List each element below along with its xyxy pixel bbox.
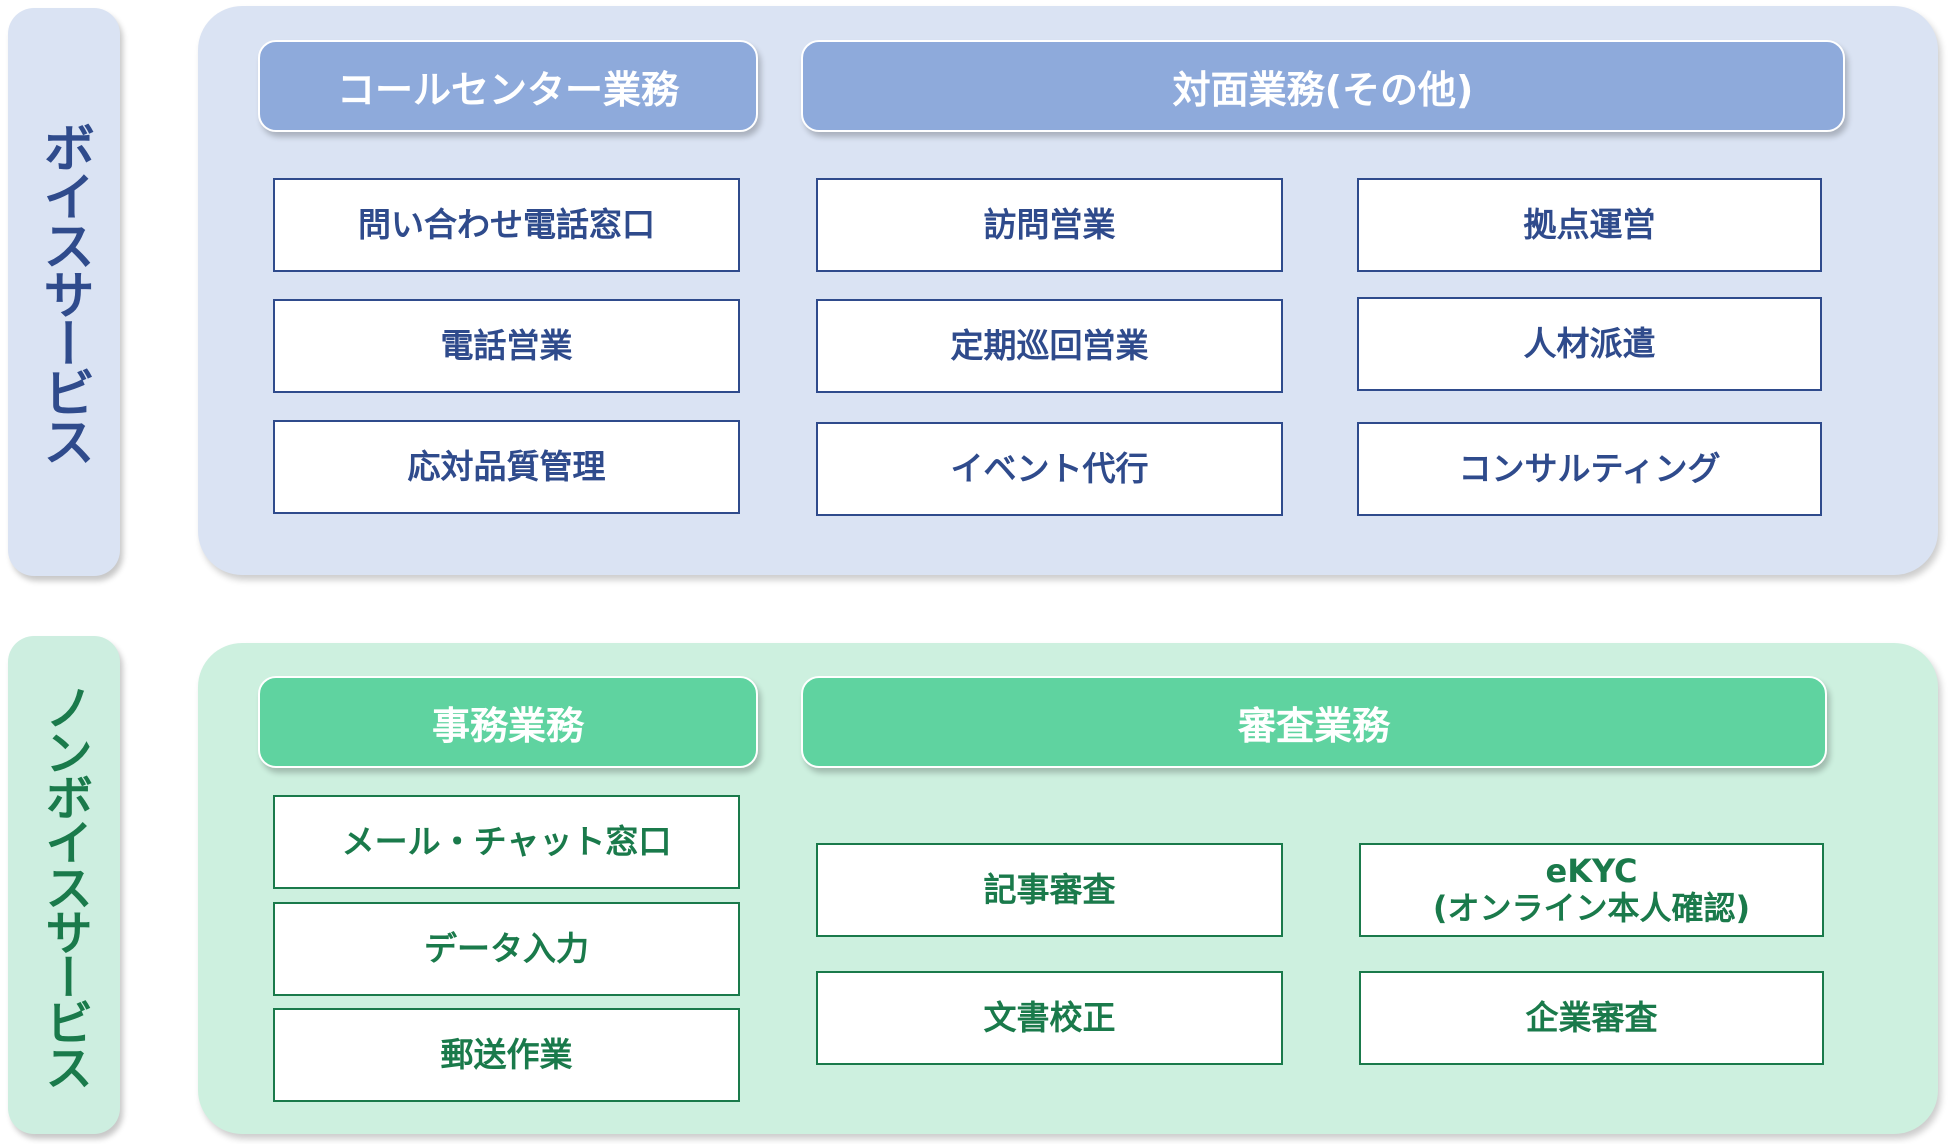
review-work-item: 文書校正 [816, 971, 1283, 1065]
ekyc-item: eKYC (オンライン本人確認) [1359, 843, 1824, 937]
review-work-header: 審査業務 [801, 676, 1827, 768]
review-work-item: 企業審査 [1359, 971, 1824, 1065]
review-work-title: 審査業務 [1237, 703, 1390, 748]
face-to-face-item: コンサルティング [1357, 422, 1822, 516]
office-work-header: 事務業務 [258, 676, 758, 768]
item-label: メール・チャット窓口 [341, 822, 672, 862]
item-label: 問い合わせ電話窓口 [358, 205, 655, 245]
item-label: 郵送作業 [440, 1035, 573, 1075]
office-work-item: データ入力 [273, 902, 740, 996]
item-label: 記事審査 [983, 870, 1116, 910]
item-label: 訪問営業 [983, 205, 1116, 245]
face-to-face-title: 対面業務(その他) [1172, 67, 1474, 112]
item-label: 人材派遣 [1523, 324, 1656, 364]
call-center-item: 問い合わせ電話窓口 [273, 178, 740, 272]
nonvoice-service-side-label: ノンボイスサービス [8, 636, 120, 1134]
face-to-face-header: 対面業務(その他) [801, 40, 1845, 132]
item-label: 応対品質管理 [407, 447, 606, 487]
item-label: 文書校正 [983, 998, 1116, 1038]
nonvoice-service-label: ノンボイスサービス [36, 682, 92, 1088]
face-to-face-item: 訪問営業 [816, 178, 1283, 272]
face-to-face-item: イベント代行 [816, 422, 1283, 516]
office-work-item: メール・チャット窓口 [273, 795, 740, 889]
ekyc-line2: (オンライン本人確認) [1432, 889, 1751, 927]
item-label: イベント代行 [950, 449, 1149, 489]
call-center-title: コールセンター業務 [336, 67, 679, 112]
face-to-face-item: 人材派遣 [1357, 297, 1822, 391]
item-label: 拠点運営 [1523, 205, 1656, 245]
face-to-face-item: 拠点運営 [1357, 178, 1822, 272]
item-label: 電話営業 [440, 326, 573, 366]
ekyc-label: eKYC (オンライン本人確認) [1433, 853, 1750, 927]
item-label: 定期巡回営業 [950, 326, 1149, 366]
item-label: 企業審査 [1525, 998, 1658, 1038]
item-label: データ入力 [424, 929, 589, 969]
voice-service-label: ボイスサービス [33, 120, 94, 464]
office-work-item: 郵送作業 [273, 1008, 740, 1102]
office-work-title: 事務業務 [431, 703, 584, 748]
call-center-item: 応対品質管理 [273, 420, 740, 514]
call-center-item: 電話営業 [273, 299, 740, 393]
review-work-item: 記事審査 [816, 843, 1283, 937]
voice-service-side-label: ボイスサービス [8, 8, 120, 576]
face-to-face-item: 定期巡回営業 [816, 299, 1283, 393]
ekyc-line1: eKYC [1545, 852, 1638, 891]
item-label: コンサルティング [1458, 449, 1721, 489]
call-center-header: コールセンター業務 [258, 40, 758, 132]
